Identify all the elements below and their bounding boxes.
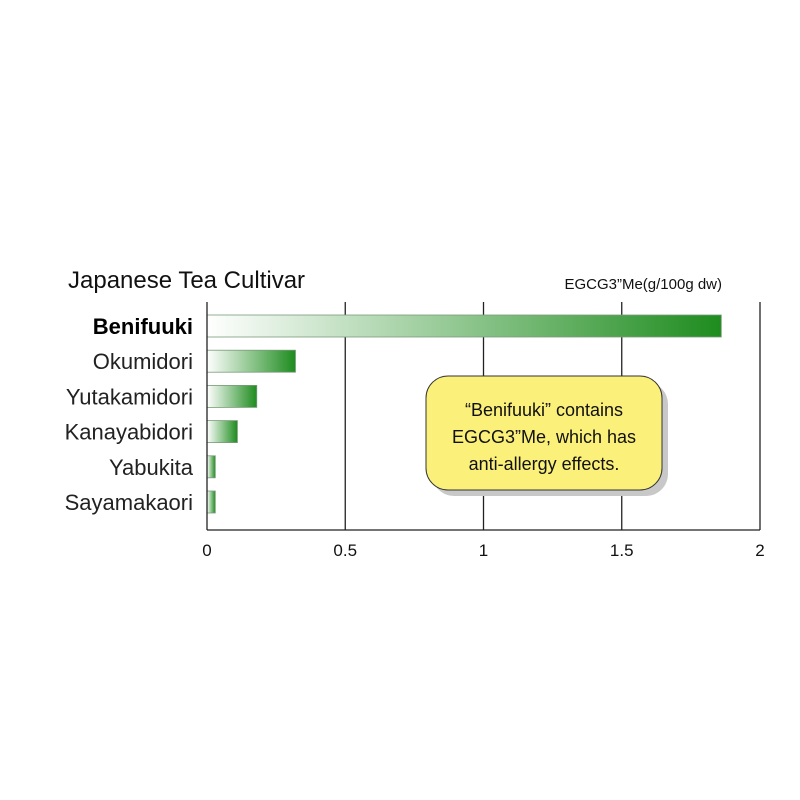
x-tick-label: 0.5 <box>333 541 357 560</box>
category-label: Yabukita <box>109 455 194 480</box>
bar <box>206 349 296 373</box>
bar <box>206 455 216 479</box>
annotation-line-2: EGCG3”Me, which has <box>452 427 636 447</box>
annotation-callout: “Benifuuki” contains EGCG3”Me, which has… <box>425 375 668 496</box>
x-tick-label: 2 <box>755 541 764 560</box>
unit-label: EGCG3”Me(g/100g dw) <box>564 276 722 293</box>
category-label: Kanayabidori <box>65 420 193 445</box>
category-label: Okumidori <box>93 349 193 374</box>
annotation-box <box>425 375 663 491</box>
x-tick-label: 0 <box>202 541 211 560</box>
x-tick-label: 1.5 <box>610 541 634 560</box>
bar <box>206 384 258 408</box>
category-labels: BenifuukiOkumidoriYutakamidoriKanayabido… <box>65 314 194 515</box>
x-tick-label: 1 <box>479 541 488 560</box>
x-axis <box>206 302 760 531</box>
bar <box>206 314 722 338</box>
annotation-line-1: “Benifuuki” contains <box>465 400 623 420</box>
annotation-line-3: anti-allergy effects. <box>469 454 620 474</box>
bars <box>206 314 722 514</box>
category-label: Yutakamidori <box>66 384 193 409</box>
bar <box>206 420 238 444</box>
category-label: Sayamakaori <box>65 490 193 515</box>
x-tick-labels: 0 0.5 1 1.5 2 <box>202 541 764 560</box>
bar <box>206 490 216 514</box>
chart-title: Japanese Tea Cultivar <box>68 267 305 294</box>
category-label: Benifuuki <box>93 314 193 339</box>
